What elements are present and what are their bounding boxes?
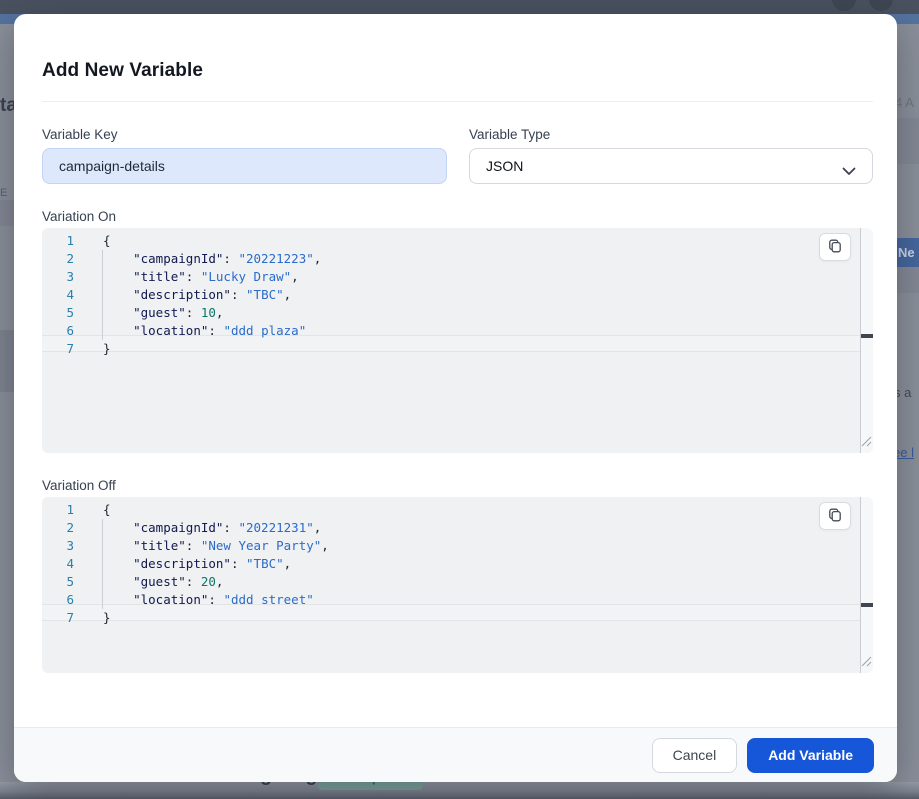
copy-icon [827,507,843,526]
navbar-avatar-icon [869,0,893,11]
code-lines: 1{2 "campaignId": "20221231",3 "title": … [42,497,873,627]
code-line: 1{ [42,501,873,519]
scrollbar-track[interactable] [861,228,873,453]
variable-type-value: JSON [486,158,523,174]
copy-icon [827,238,843,257]
scrollbar-thumb[interactable] [861,603,873,607]
variation-on-code-editor[interactable]: 1{2 "campaignId": "20221223",3 "title": … [42,228,873,453]
line-number: 7 [50,340,74,358]
line-number: 4 [50,555,74,573]
code-line: 7} [42,609,873,627]
backdrop-bottom-strip [0,782,919,799]
add-new-variable-dialog: Add New Variable Variable Key Variable T… [14,14,897,782]
code-line: 3 "title": "Lucky Draw", [42,268,873,286]
variable-key-field: Variable Key [42,126,447,184]
code-lines: 1{2 "campaignId": "20221223",3 "title": … [42,228,873,358]
code-line: 4 "description": "TBC", [42,286,873,304]
variation-on-label: Variation On [42,208,873,226]
code-line: 3 "title": "New Year Party", [42,537,873,555]
variable-type-label: Variable Type [469,126,873,144]
code-line: 6 "location": "ddd street" [42,591,873,609]
divider [42,101,873,102]
dialog-footer: Cancel Add Variable [14,727,897,782]
line-number: 2 [50,519,74,537]
line-number: 3 [50,537,74,555]
scrollbar-border [860,228,861,453]
code-line: 2 "campaignId": "20221223", [42,250,873,268]
scrollbar-thumb[interactable] [861,334,873,338]
code-line: 4 "description": "TBC", [42,555,873,573]
dialog-title: Add New Variable [42,58,873,84]
line-number: 3 [50,268,74,286]
add-variable-button[interactable]: Add Variable [747,738,874,773]
code-line: 6 "location": "ddd plaza" [42,322,873,340]
line-number: 5 [50,304,74,322]
line-number: 7 [50,609,74,627]
variation-off-code-editor[interactable]: 1{2 "campaignId": "20221231",3 "title": … [42,497,873,673]
variation-off-label: Variation Off [42,477,873,495]
variable-key-label: Variable Key [42,126,447,144]
code-line: 5 "guest": 20, [42,573,873,591]
variable-key-input[interactable] [42,148,447,184]
variable-type-select[interactable]: JSON [469,148,873,184]
code-line: 5 "guest": 10, [42,304,873,322]
line-number: 6 [50,591,74,609]
line-number: 1 [50,232,74,250]
top-navbar [0,0,919,14]
scrollbar-track[interactable] [861,497,873,673]
scrollbar-border [860,497,861,673]
line-number: 4 [50,286,74,304]
backdrop-band [0,330,14,392]
resize-grip-icon[interactable] [861,434,872,452]
variable-type-field: Variable Type JSON [469,126,873,184]
line-number: 2 [50,250,74,268]
backdrop-text-fragment: E [0,187,7,199]
code-line: 7} [42,340,873,358]
line-number: 6 [50,322,74,340]
copy-button[interactable] [819,502,851,530]
cancel-button[interactable]: Cancel [652,738,738,773]
code-line: 2 "campaignId": "20221231", [42,519,873,537]
line-number: 5 [50,573,74,591]
copy-button[interactable] [819,233,851,261]
backdrop-band [0,200,14,226]
chevron-down-icon [842,163,856,179]
backdrop-date-fragment: 4 A [895,95,914,110]
navbar-avatar-icon [832,0,856,11]
code-line: 1{ [42,232,873,250]
resize-grip-icon[interactable] [861,654,872,672]
line-number: 1 [50,501,74,519]
